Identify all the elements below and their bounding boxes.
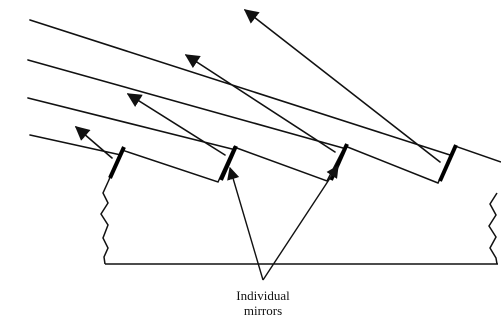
right-broken-edge [488, 192, 498, 265]
reflected-ray-3 [184, 54, 336, 153]
caption-line-2: mirrors [243, 303, 283, 318]
mirror-facet-3 [329, 143, 349, 181]
mirror-facet-2 [219, 145, 238, 181]
pointer-to-mirror-3 [262, 164, 339, 281]
incident-rays [27, 19, 451, 156]
incident-ray-2 [27, 97, 233, 150]
mirror-facet-1 [108, 146, 126, 179]
caption-line-1: Individual [236, 288, 290, 303]
incident-ray-3 [27, 59, 344, 149]
reflected-ray-2 [126, 93, 226, 156]
incident-ray-4 [29, 19, 451, 156]
label-pointers [227, 164, 339, 281]
reflected-ray-4 [243, 9, 441, 163]
mirrors [108, 143, 458, 182]
reflected-rays [74, 9, 441, 163]
pointer-to-mirror-2 [227, 166, 264, 281]
left-broken-edge [100, 181, 109, 265]
mirror-support [100, 145, 501, 265]
reflected-ray-1 [74, 126, 113, 159]
mirror-facet-4 [438, 144, 458, 182]
incident-ray-1 [29, 134, 122, 156]
